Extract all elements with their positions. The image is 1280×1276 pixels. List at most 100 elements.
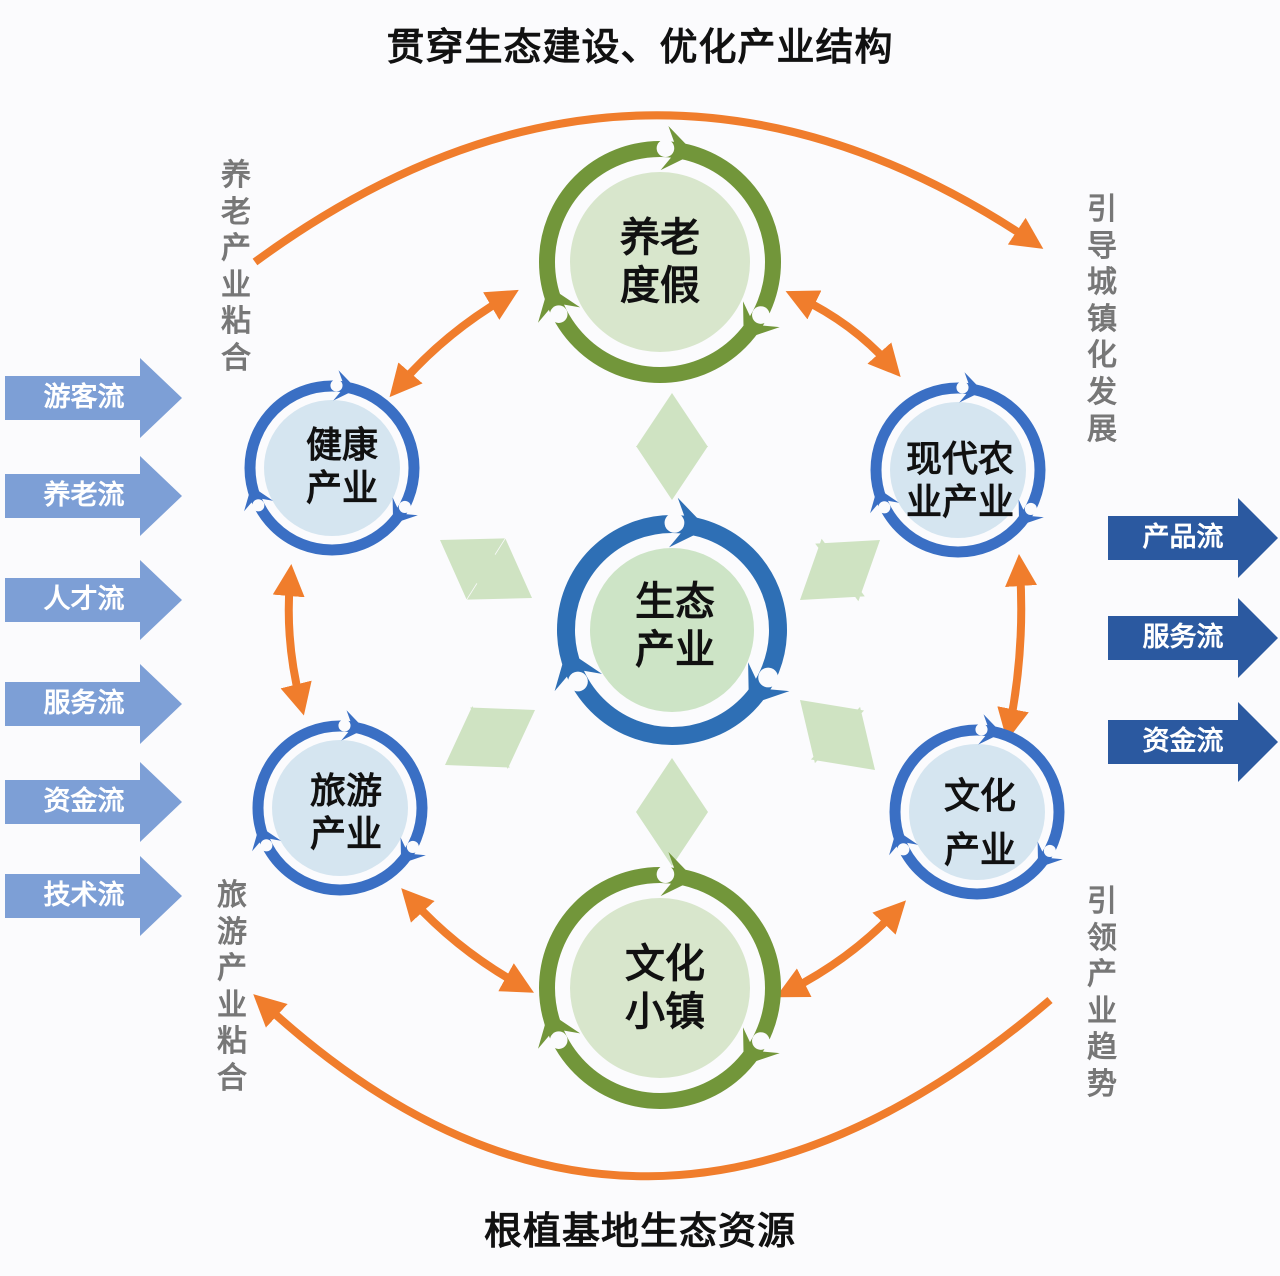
side-label-top-right: 引导城镇化发展 bbox=[1082, 192, 1122, 448]
ring-top-arrowhead-icon bbox=[743, 301, 780, 340]
node-bottom-line2: 小镇 bbox=[625, 989, 705, 1035]
node-center-line1: 生态 bbox=[635, 579, 715, 625]
green-link-top bbox=[636, 393, 708, 500]
node-center-label: 生态 产业 bbox=[585, 578, 765, 674]
inflow-label: 游客流 bbox=[43, 382, 125, 413]
side-label-char: 展 bbox=[1087, 411, 1117, 447]
inflow-label: 技术流 bbox=[43, 880, 125, 911]
top-arc-arrow bbox=[252, 111, 1044, 266]
ring-bottom-arrowhead-icon bbox=[538, 1012, 581, 1049]
orange-link-lower-left-bottom bbox=[401, 888, 534, 993]
orange-link-lower-right-bottom bbox=[775, 900, 907, 998]
bottom-arc-arrow bbox=[253, 994, 1053, 1181]
ring-lower-left-fill bbox=[272, 740, 408, 876]
node-upper-right-line2: 业产业 bbox=[905, 482, 1014, 524]
ring-lower-left-arrowhead-icon bbox=[400, 837, 426, 864]
inflow-item: 游客流 bbox=[5, 358, 163, 438]
ring-upper-right-arrowhead-icon bbox=[1018, 499, 1044, 526]
node-upper-left-label: 健康 产业 bbox=[262, 424, 422, 510]
node-top-line2: 度假 bbox=[620, 263, 700, 309]
inflow-label: 资金流 bbox=[43, 786, 125, 817]
node-lower-right-line2: 产业 bbox=[943, 830, 1016, 871]
node-top-line1: 养老 bbox=[620, 215, 700, 261]
outflow-arrow-icon bbox=[1108, 498, 1278, 578]
side-label-char: 化 bbox=[1087, 338, 1117, 374]
side-label-char: 游 bbox=[217, 914, 247, 950]
side-label-char: 产 bbox=[221, 231, 251, 267]
ring-lower-left-arrowhead-icon bbox=[341, 710, 365, 741]
ring-upper-right-fill bbox=[890, 402, 1026, 538]
ring-center-arrowhead-icon bbox=[554, 650, 602, 692]
side-label-top-left: 养老产业粘合 bbox=[216, 158, 256, 378]
node-lower-right-line1: 文化 bbox=[943, 776, 1016, 817]
ring-bottom-fill bbox=[570, 898, 750, 1078]
ring-top-fill bbox=[570, 172, 750, 352]
bottom-title: 根植基地生态资源 bbox=[483, 1209, 796, 1253]
node-upper-right-line1: 现代农 bbox=[905, 439, 1014, 480]
inflow-label: 养老流 bbox=[43, 480, 125, 511]
outflow-label: 产品流 bbox=[1142, 522, 1224, 553]
side-label-char: 产 bbox=[217, 951, 247, 987]
green-link-bottom bbox=[636, 758, 708, 866]
inflow-arrow-icon bbox=[5, 358, 182, 438]
ring-top-arrowhead-icon bbox=[538, 286, 581, 323]
side-label-char: 合 bbox=[217, 1060, 247, 1096]
inflow-item: 技术流 bbox=[5, 856, 163, 936]
green-link-upper-right bbox=[800, 538, 880, 602]
ring-bottom-arrowhead-icon bbox=[743, 1027, 780, 1066]
green-link-upper-left bbox=[440, 538, 533, 600]
ring-lower-right-arrowhead-icon bbox=[889, 830, 919, 856]
side-label-char: 领 bbox=[1087, 920, 1117, 956]
side-label-char: 业 bbox=[217, 987, 247, 1023]
side-label-char: 引 bbox=[1087, 884, 1117, 919]
green-link-lower-left bbox=[445, 706, 535, 769]
inflow-item: 服务流 bbox=[5, 664, 163, 744]
side-label-char: 城 bbox=[1087, 265, 1117, 301]
ring-top-arrowhead-icon bbox=[660, 125, 695, 171]
ring-center-fill bbox=[590, 548, 754, 712]
orange-link-left bbox=[272, 564, 312, 716]
side-label-char: 导 bbox=[1087, 228, 1117, 264]
ring-lower-right bbox=[889, 714, 1065, 900]
ring-upper-right bbox=[870, 372, 1046, 558]
outflow-arrow-icon bbox=[1108, 702, 1278, 782]
outflow-label: 服务流 bbox=[1142, 622, 1224, 653]
node-bottom-label: 文化 小镇 bbox=[575, 940, 755, 1036]
outflow-label: 资金流 bbox=[1142, 726, 1224, 757]
side-label-char: 趋 bbox=[1087, 1030, 1117, 1066]
ring-bottom-arrowhead-icon bbox=[660, 851, 695, 897]
outflow-item: 资金流 bbox=[1108, 702, 1258, 782]
inflow-arrow-icon bbox=[5, 856, 182, 936]
ring-lower-right-arrowhead-icon bbox=[978, 714, 1002, 745]
orange-link-top-upper-left bbox=[389, 289, 519, 398]
inflow-label: 服务流 bbox=[43, 688, 125, 719]
node-upper-left-line2: 产业 bbox=[305, 468, 378, 510]
node-upper-left-line1: 健康 bbox=[305, 425, 378, 466]
side-label-char: 业 bbox=[1087, 993, 1117, 1029]
side-label-char: 镇 bbox=[1087, 301, 1117, 337]
ring-upper-left-fill bbox=[264, 400, 400, 536]
ring-lower-right-fill bbox=[909, 744, 1045, 880]
outflow-item: 服务流 bbox=[1108, 598, 1258, 678]
node-lower-left-line1: 旅游 bbox=[309, 771, 382, 812]
orange-link-right bbox=[997, 554, 1037, 741]
side-label-char: 引 bbox=[1087, 192, 1117, 227]
ring-lower-left-arrowhead-icon bbox=[252, 826, 282, 852]
inflow-item: 资金流 bbox=[5, 762, 163, 842]
node-upper-right-label: 现代农 业产业 bbox=[880, 438, 1040, 524]
ring-top bbox=[538, 125, 781, 383]
ring-center bbox=[554, 497, 790, 745]
ring-upper-left-arrowhead-icon bbox=[244, 486, 274, 512]
node-top-label: 养老 度假 bbox=[570, 214, 750, 310]
inflow-item: 人才流 bbox=[5, 560, 163, 640]
ring-upper-right-arrowhead-icon bbox=[870, 488, 900, 514]
inflow-arrow-icon bbox=[5, 762, 182, 842]
ring-center-arrowhead-icon bbox=[669, 497, 708, 548]
side-label-bottom-left: 旅游产业粘合 bbox=[212, 878, 252, 1098]
side-label-char: 粘 bbox=[217, 1024, 247, 1060]
ring-center-arrowhead-icon bbox=[748, 662, 790, 705]
outflow-item: 产品流 bbox=[1108, 498, 1258, 578]
ring-upper-left bbox=[244, 370, 420, 556]
side-label-char: 势 bbox=[1087, 1066, 1117, 1102]
side-label-char: 养 bbox=[221, 158, 251, 193]
